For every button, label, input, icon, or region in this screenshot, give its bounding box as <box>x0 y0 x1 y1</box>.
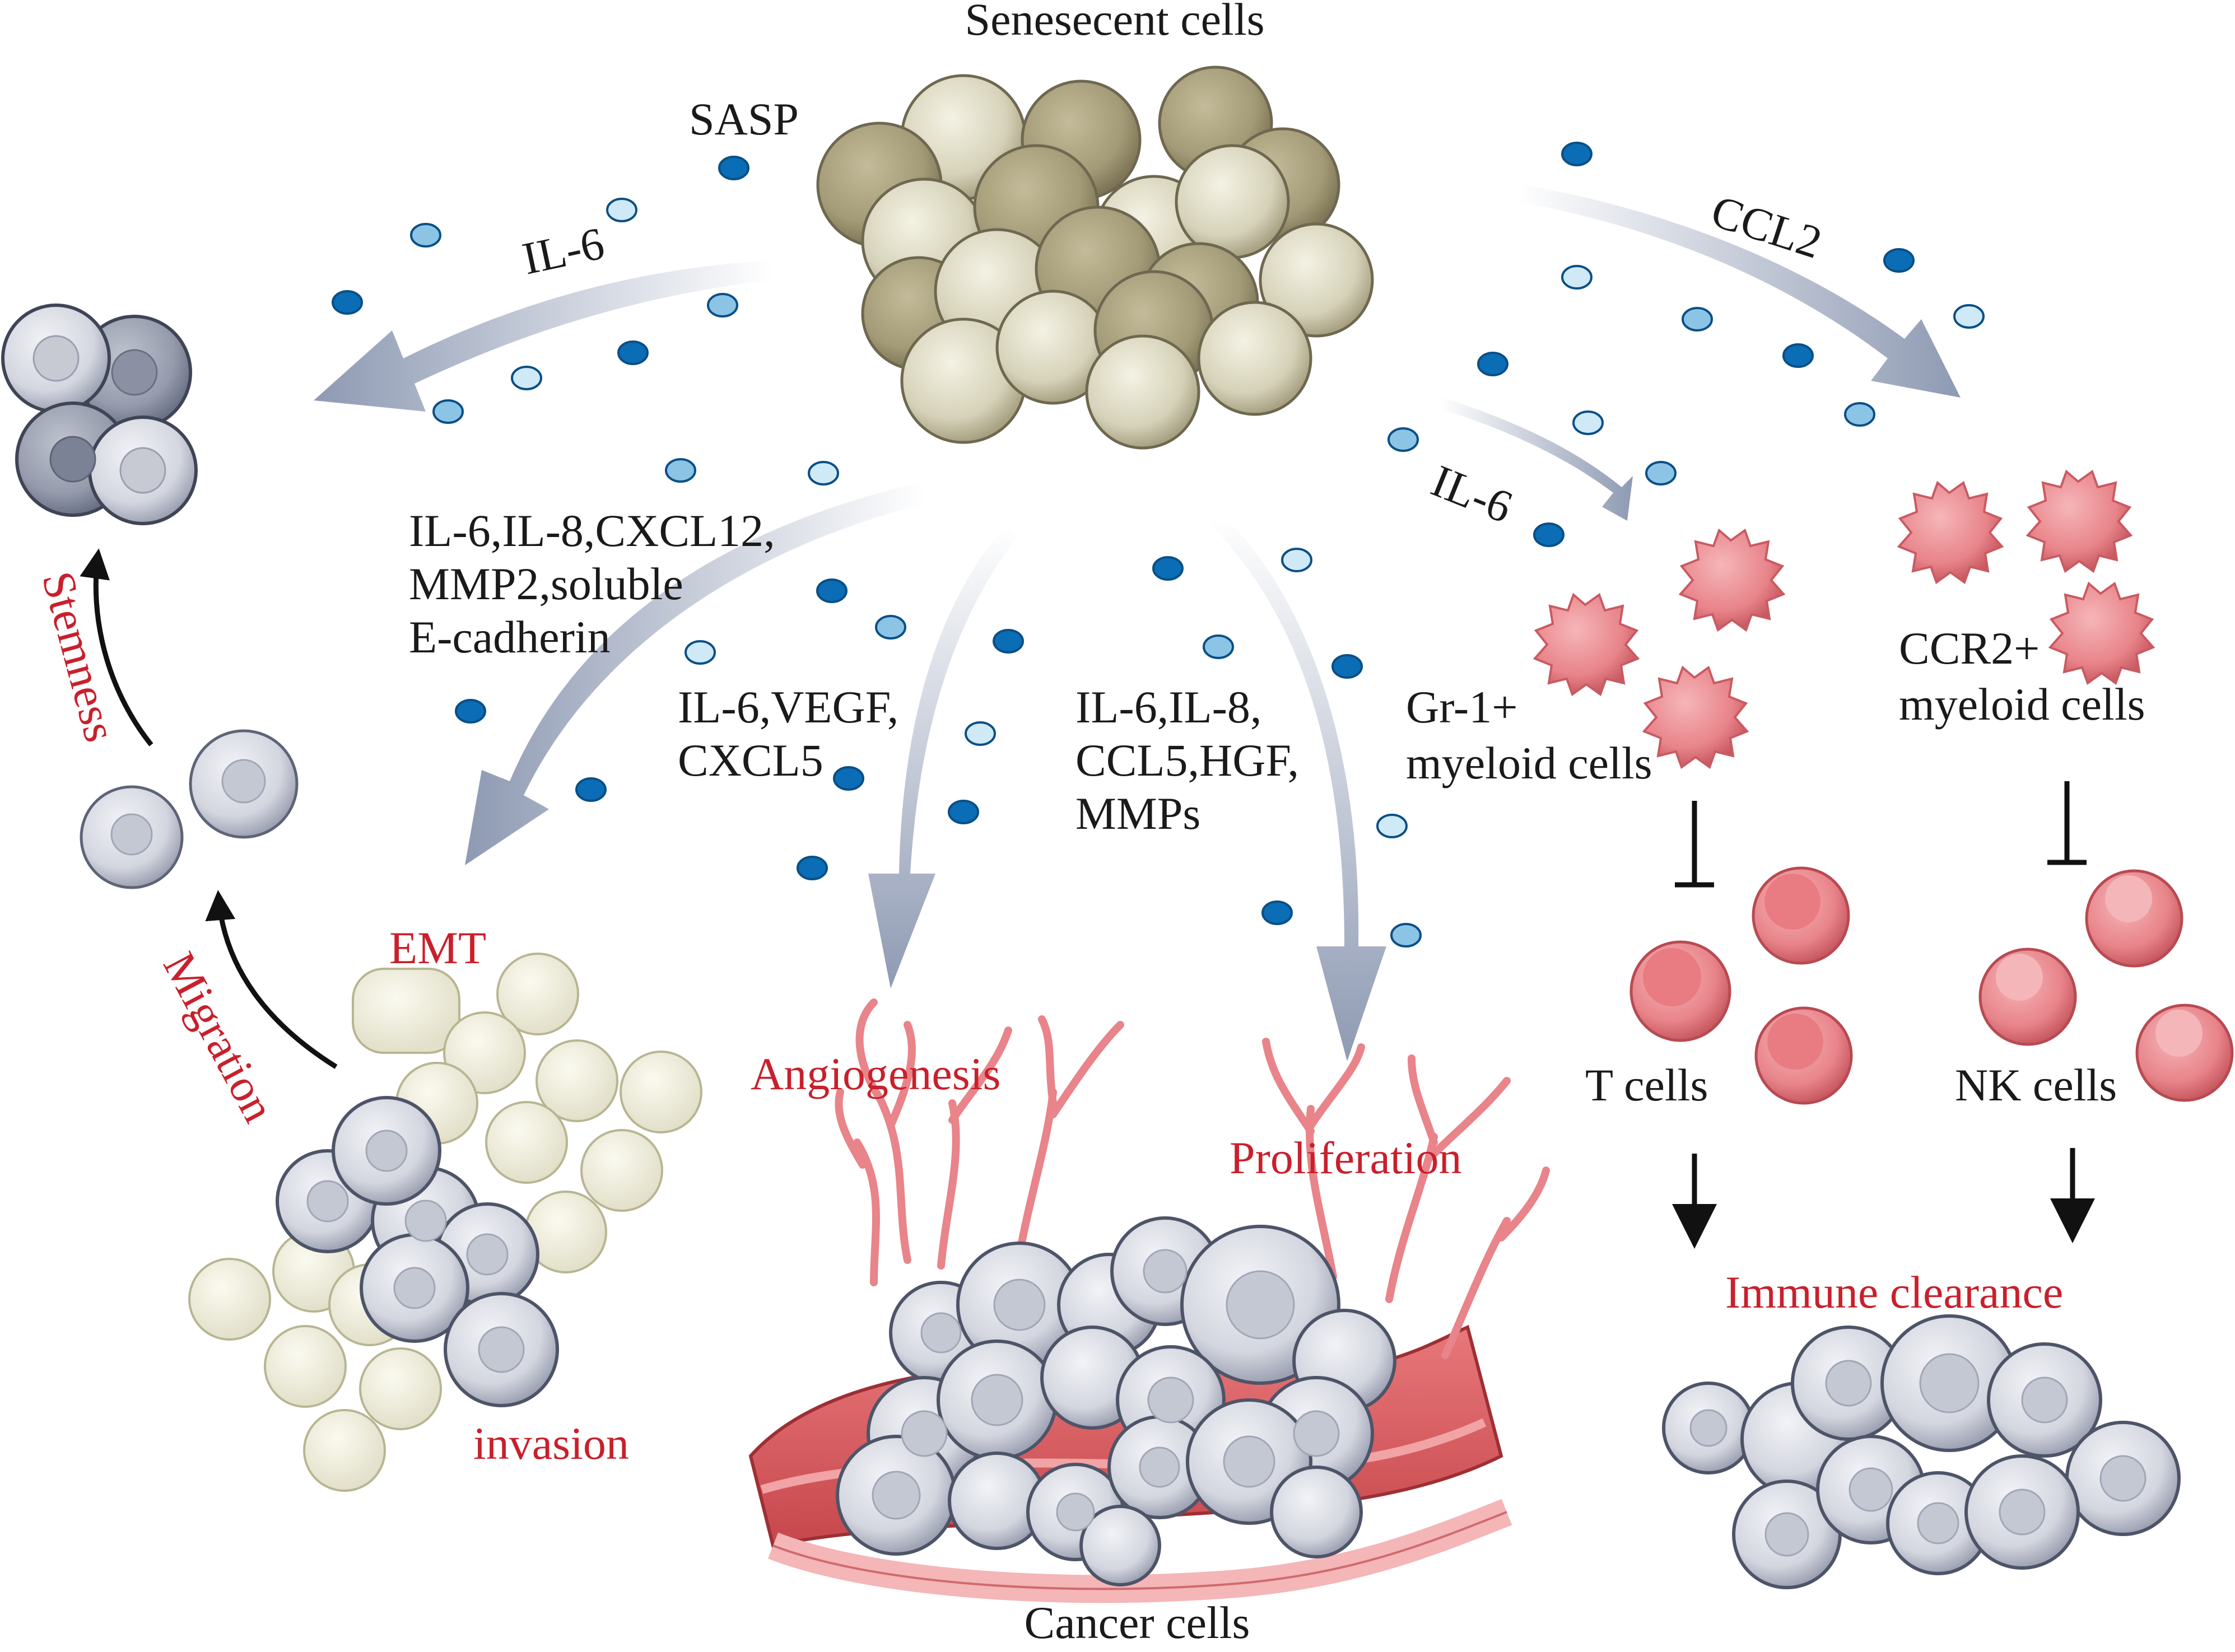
sasp-factor-dots <box>332 142 1985 948</box>
senescent-cell-cluster <box>816 66 1374 450</box>
proliferation-label: Proliferation <box>1230 1132 1461 1183</box>
inhibition-symbols <box>1675 781 2087 888</box>
ccr2-myeloid-cells <box>1897 469 2155 685</box>
angiogenesis-label: Angiogenesis <box>751 1048 1000 1099</box>
gr1-myeloid-label: Gr-1+ myeloid cells <box>1406 682 1652 788</box>
nk-cells <box>1978 869 2234 1102</box>
gr1-myeloid-cells <box>1533 528 1786 769</box>
invading-cancer-cells <box>276 1096 559 1407</box>
immune-clearance-label: Immune clearance <box>1725 1267 2063 1318</box>
epithelial-cell-sheet <box>188 953 702 1492</box>
angiogenic-sprouts <box>835 998 1550 1359</box>
tumor-cancer-cells <box>836 1216 1396 1586</box>
factors-proliferation-label: IL-6,IL-8, CCL5,HGF, MMPs <box>1075 682 1310 839</box>
sasp-label: SASP <box>689 94 799 144</box>
il6-left-label: IL-6 <box>518 217 608 284</box>
il6-right-label: IL-6 <box>1424 455 1519 533</box>
factors-emt-label: IL-6,IL-8,CXCL12, MMP2,soluble E-cadheri… <box>409 505 786 662</box>
sasp-arrows <box>314 185 1961 1061</box>
senescent-cells-label: Senesecent cells <box>965 0 1264 45</box>
ccr2-myeloid-label: CCR2+ myeloid cells <box>1899 623 2145 730</box>
nk-cells-label: NK cells <box>1955 1060 2117 1110</box>
migration-stemness-arrows <box>80 548 338 1069</box>
emt-label: EMT <box>389 922 486 973</box>
immune-clearance-arrows <box>1672 1148 2095 1249</box>
migration-label: Migration <box>153 944 285 1130</box>
stem-cell-cluster <box>1 304 198 525</box>
invasion-label: invasion <box>473 1418 629 1469</box>
cancer-cells-label: Cancer cells <box>1025 1597 1250 1648</box>
migrating-cells <box>80 729 299 889</box>
stemness-label: Stemness <box>32 566 127 747</box>
cleared-tumor-cells <box>1662 1314 2181 1589</box>
factors-angiogenesis-label: IL-6,VEGF, CXCL5 <box>678 682 910 786</box>
t-cells-label: T cells <box>1585 1060 1708 1110</box>
t-cells <box>1629 866 1853 1105</box>
